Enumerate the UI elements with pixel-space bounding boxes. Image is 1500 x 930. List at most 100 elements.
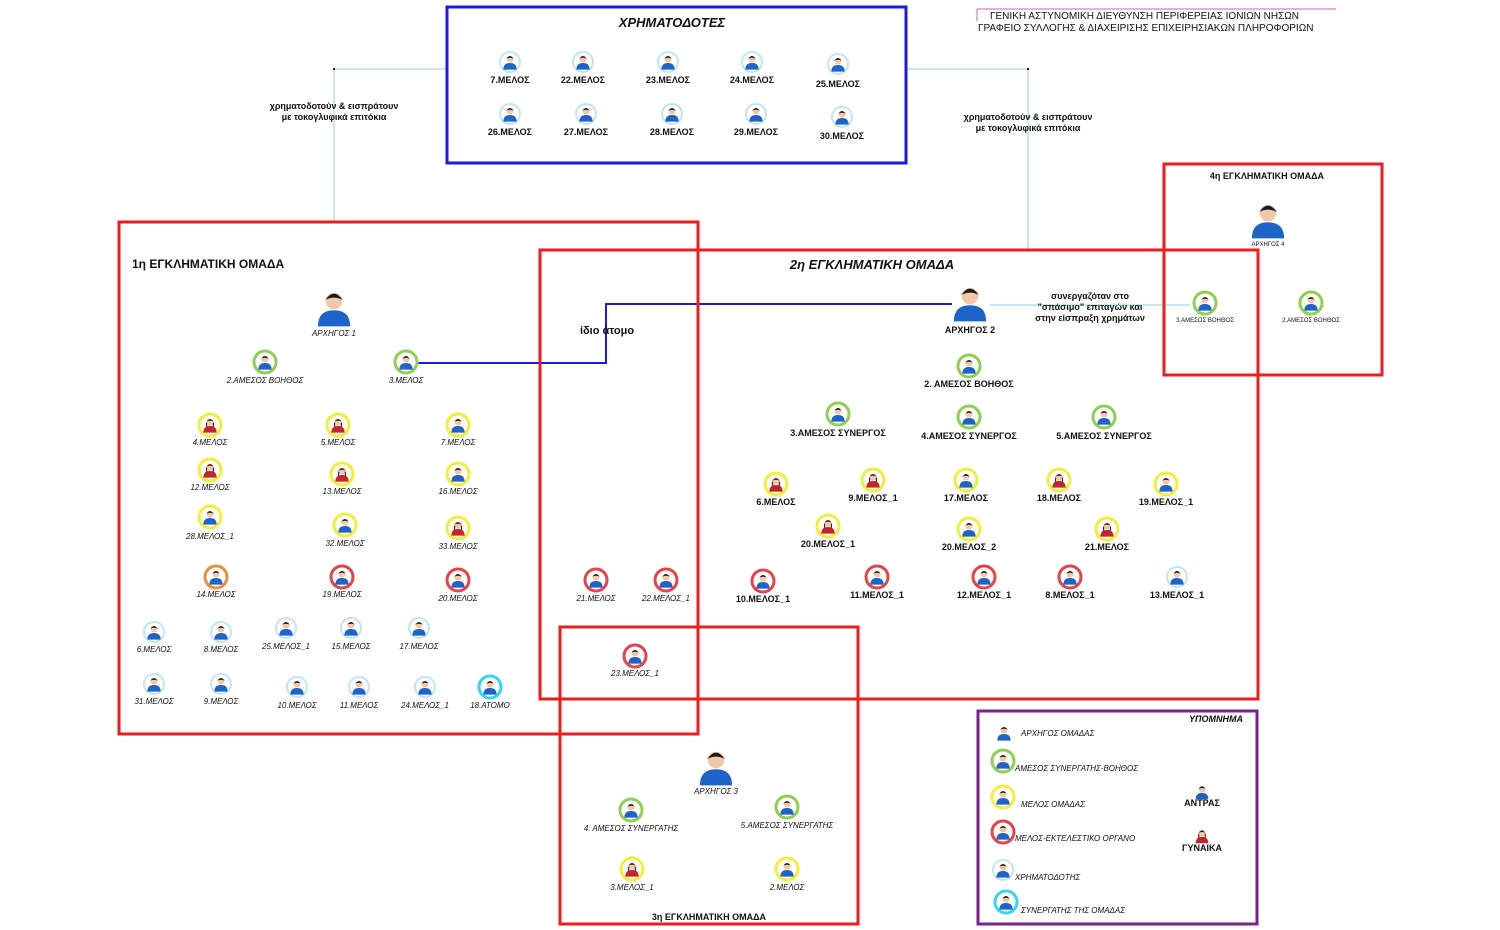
person-label: ΑΡΧΗΓΟΣ 1 (311, 329, 356, 338)
node-g1m24-person-icon (418, 680, 432, 695)
person-label: 3.ΑΜΕΣΟΣ ΒΟΗΘΟΣ (1176, 318, 1234, 324)
person-node: 11.ΜΕΛΟΣ (340, 676, 379, 710)
node-g4a3-person-icon (1198, 296, 1212, 311)
node-f26-person-icon (503, 107, 517, 122)
node-g2m6-person-icon (769, 477, 783, 492)
node-g1m5-person-icon (331, 418, 345, 433)
node-g4l-person-icon (1251, 204, 1285, 239)
node-g2m22-person-icon (659, 573, 673, 588)
node-g1m17-person-icon (412, 621, 426, 636)
person-node: 15.ΜΕΛΟΣ (331, 617, 372, 651)
person-label: 12.ΜΕΛΟΣ_1 (957, 590, 1011, 600)
person-node: 10.ΜΕΛΟΣ (277, 676, 318, 710)
person-label: 4.ΜΕΛΟΣ (193, 438, 229, 447)
legend-member-label: ΜΕΛΟΣ ΟΜΑΔΑΣ (1021, 800, 1086, 809)
node-g1m15-person-icon (344, 621, 358, 636)
node-g1m13-ring-inner (333, 465, 351, 483)
person-label: 30.ΜΕΛΟΣ (820, 131, 865, 141)
node-g2m17-person-icon (959, 473, 973, 488)
node-g2m20-person-icon (821, 519, 835, 534)
person-label: 29.ΜΕΛΟΣ (734, 127, 779, 137)
person-node: 22.ΜΕΛΟΣ (561, 51, 606, 85)
person-node: 4. ΑΜΕΣΟΣ ΣΥΝΕΡΓΑΤΗΣ (584, 797, 679, 833)
node-g2m9-ring-inner (864, 471, 882, 489)
node-g2m6-ring-inner (767, 475, 785, 493)
group4-title: 4η ΕΓΚΛΗΜΑΤΙΚΗ ΟΜΑΔΑ (1210, 171, 1325, 181)
legend-associate-person-icon (999, 895, 1013, 910)
node-g1a2-ring-inner (256, 353, 274, 371)
legend-woman-icon (1195, 830, 1209, 844)
node-g2m11-person-icon (870, 570, 884, 585)
node-f23-person-icon (661, 55, 675, 70)
person-node: 2.ΑΜΕΣΟΣ ΒΟΗΘΟΣ (226, 349, 305, 385)
person-node: 10.ΜΕΛΟΣ_1 (736, 568, 790, 604)
finance-note-left-1: χρηματοδοτούν & εισπράτουν (270, 101, 399, 111)
person-node: 32.ΜΕΛΟΣ (325, 512, 366, 548)
legend-associate-label: ΣΥΝΕΡΓΑΤΗΣ ΤΗΣ ΟΜΑΔΑΣ (1020, 906, 1126, 915)
person-label: 19.ΜΕΛΟΣ_1 (1139, 497, 1193, 507)
node-g1m19-ring-inner (333, 568, 351, 586)
person-node: 14.ΜΕΛΟΣ (196, 564, 237, 599)
person-label: 8.ΜΕΛΟΣ_1 (1045, 590, 1094, 600)
person-node: 13.ΜΕΛΟΣ (322, 461, 363, 496)
person-label: 5.ΜΕΛΟΣ (321, 438, 357, 447)
node-g1m32-ring-inner (336, 516, 354, 534)
node-g4a2-person-icon (1304, 296, 1318, 311)
node-g3s4-ring-inner (622, 801, 640, 819)
node-g1a2-person-icon (258, 355, 272, 370)
node-g2m10-person-icon (756, 574, 770, 589)
group3-title: 3η ΕΓΚΛΗΜΑΤΙΚΗ ΟΜΑΔΑ (652, 912, 767, 922)
person-label: 18.ΑΤΟΜΟ (470, 701, 510, 710)
legend: ΥΠΟΜΝΗΜΑ ΑΡΧΗΓΟΣ ΟΜΑΔΑΣ ΑΜΕΣΟΣ ΣΥΝΕΡΓΑΤΗ… (990, 714, 1243, 915)
person-label: 2.ΜΕΛΟΣ (769, 883, 806, 892)
person-node: 28.ΜΕΛΟΣ (650, 103, 695, 137)
node-g1m13-person-icon (335, 467, 349, 482)
person-node: 2.ΜΕΛΟΣ (769, 856, 806, 892)
node-g1m20-ring-inner (449, 571, 467, 589)
node-g1m33-ring-inner (449, 519, 467, 537)
node-g1m4-ring-inner (201, 416, 219, 434)
node-g3s5-person-icon (780, 800, 794, 815)
legend-executive-ring-inner (994, 823, 1012, 841)
node-g1m28-ring-inner (201, 508, 219, 526)
person-node: 2.ΑΜΕΣΟΣ ΒΟΗΘΟΣ (1282, 290, 1340, 324)
person-label: 4.ΑΜΕΣΟΣ ΣΥΝΕΡΓΟΣ (921, 431, 1017, 441)
person-node: 19.ΜΕΛΟΣ (322, 564, 363, 599)
financiers-title: ΧΡΗΜΑΤΟΔΟΤΕΣ (618, 15, 726, 30)
person-node: 20.ΜΕΛΟΣ_2 (942, 516, 996, 552)
node-g1m16-ring-inner (449, 465, 467, 483)
person-label: 24.ΜΕΛΟΣ_1 (400, 701, 449, 710)
node-g2m20b-person-icon (962, 522, 976, 537)
node-g1m20-person-icon (451, 573, 465, 588)
legend-title: ΥΠΟΜΝΗΜΑ (1189, 714, 1243, 724)
person-node: 24.ΜΕΛΟΣ (730, 51, 775, 85)
person-label: 9.ΜΕΛΟΣ (204, 697, 240, 706)
finance-connector-right (906, 68, 1029, 250)
person-label: 21.ΜΕΛΟΣ (1085, 542, 1130, 552)
person-label: 7.ΜΕΛΟΣ (441, 438, 477, 447)
node-g2m8-ring-inner (1061, 568, 1079, 586)
financiers-box (445, 5, 908, 165)
node-g1m19-person-icon (335, 570, 349, 585)
node-g1m9-person-icon (214, 677, 228, 692)
person-label: 6.ΜΕΛΟΣ (756, 497, 796, 507)
person-node: 13.ΜΕΛΟΣ_1 (1150, 566, 1204, 600)
person-label: 5.ΑΜΕΣΟΣ ΣΥΝΕΡΓΑΤΗΣ (741, 821, 835, 830)
group4-box (1162, 162, 1384, 377)
node-g2m19-person-icon (1159, 477, 1173, 492)
node-g1m12-person-icon (203, 463, 217, 478)
node-g1m4-person-icon (203, 418, 217, 433)
person-label: 21.ΜΕΛΟΣ (575, 594, 616, 603)
legend-assistant-person-icon (996, 754, 1010, 769)
person-label: 17.ΜΕΛΟΣ (399, 642, 439, 651)
node-f30-person-icon (835, 110, 849, 125)
person-node: ΑΡΧΗΓΟΣ 1 (311, 292, 356, 338)
node-g2m10-ring-inner (754, 572, 772, 590)
person-node: 23.ΜΕΛΟΣ_1 (610, 643, 659, 678)
legend-man-label: ΑΝΤΡΑΣ (1184, 798, 1220, 808)
group3-box (558, 625, 860, 926)
node-g2m19-ring-inner (1157, 475, 1175, 493)
person-label: 2.ΑΜΕΣΟΣ ΒΟΗΘΟΣ (1282, 318, 1340, 324)
person-node: 18.ΜΕΛΟΣ (1037, 467, 1082, 503)
person-node: 23.ΜΕΛΟΣ (646, 51, 691, 85)
